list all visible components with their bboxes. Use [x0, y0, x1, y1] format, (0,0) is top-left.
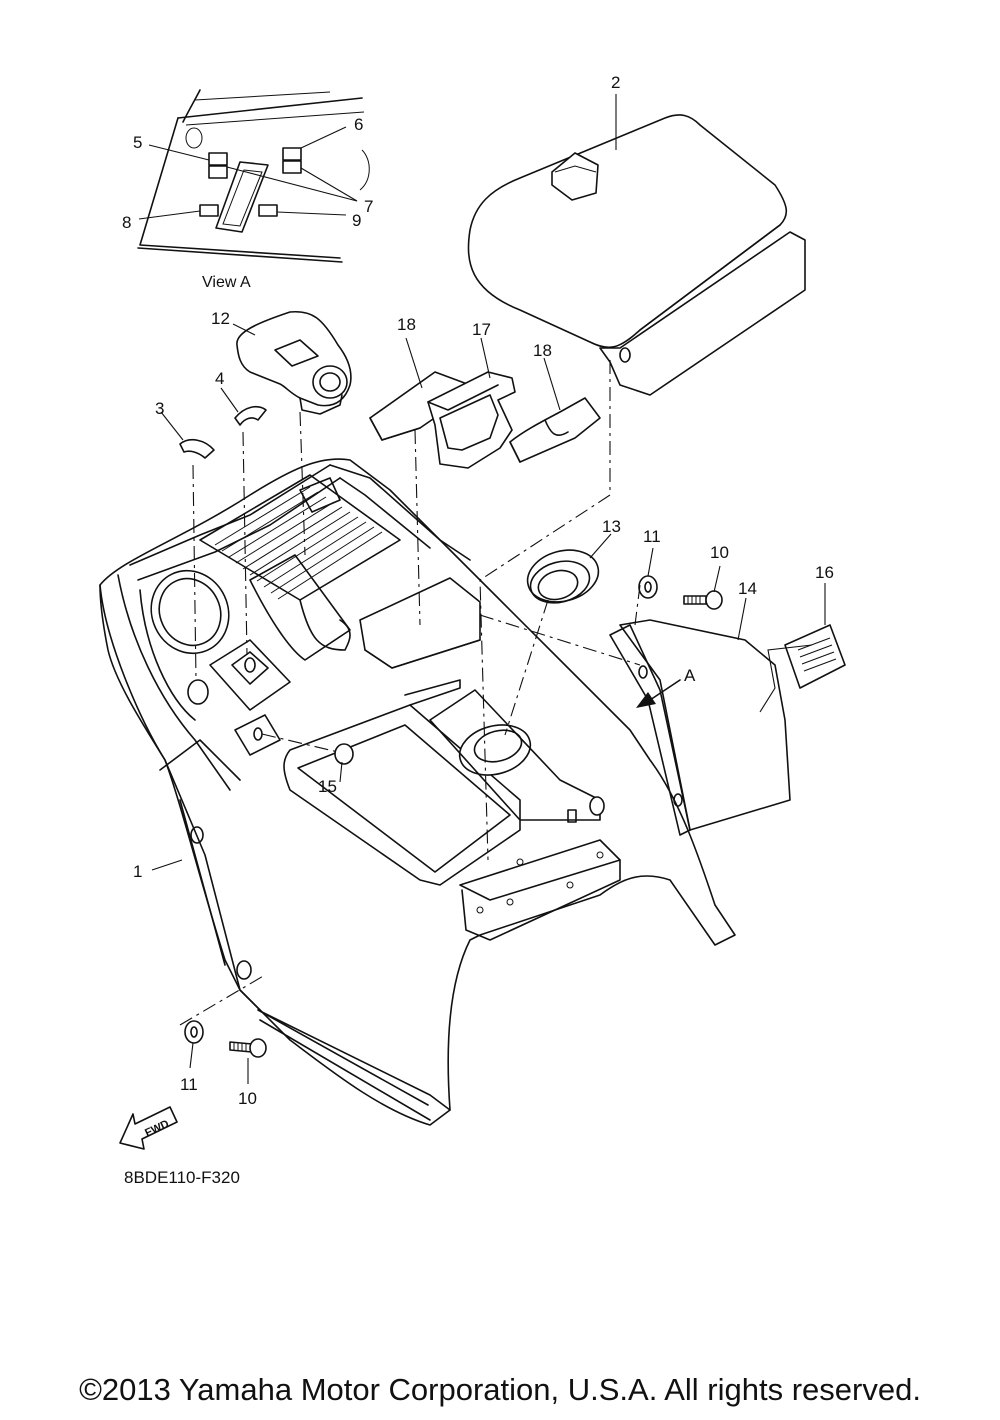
callout-1: 1 [133, 862, 142, 881]
callout-15: 15 [318, 777, 337, 796]
part-14-side-panel [609, 619, 791, 836]
view-a-inset [137, 89, 370, 263]
leader-lines [151, 94, 826, 1084]
callout-4: 4 [215, 369, 224, 388]
label-5 [208, 152, 228, 166]
part-12-shifter-cover [236, 310, 352, 415]
callout-13: 13 [602, 517, 621, 536]
callout-11-right: 11 [643, 527, 661, 546]
callout-14: 14 [738, 579, 757, 598]
callout-6: 6 [354, 115, 363, 134]
part-3-decal [179, 438, 215, 459]
part-13-grommet [526, 549, 600, 604]
callout-9: 9 [352, 211, 361, 230]
callout-8: 8 [122, 213, 131, 232]
part-10-bolt-right [683, 590, 723, 610]
view-a-marker: A [684, 666, 696, 685]
callout-11-left: 11 [180, 1075, 198, 1094]
part-10-bolt-left [229, 1038, 267, 1058]
part-15-plug [334, 743, 354, 765]
part-17-bracket [427, 371, 516, 469]
fwd-arrow-icon: FWD [119, 1106, 178, 1150]
callout-2: 2 [611, 73, 620, 92]
part-2-lid [467, 114, 806, 396]
label-8 [199, 204, 219, 217]
part-16-label [784, 624, 846, 689]
callout-10-right: 10 [710, 543, 729, 562]
callout-18-right: 18 [533, 341, 552, 360]
callout-18-left: 18 [397, 315, 416, 334]
drawing-code: 8BDE110-F320 [124, 1168, 240, 1187]
callout-10-left: 10 [238, 1089, 257, 1108]
part-4-decal [234, 405, 267, 426]
callout-5: 5 [133, 133, 142, 152]
callout-7: 7 [364, 197, 373, 216]
callout-16: 16 [815, 563, 834, 582]
callout-3: 3 [155, 399, 164, 418]
part-11-grommet-left [184, 1020, 204, 1044]
callout-12: 12 [211, 309, 230, 328]
callout-numbers: 2 5 6 7 8 9 12 18 17 18 4 3 13 11 10 16 … [122, 73, 834, 1108]
label-9 [258, 204, 278, 217]
copyright-notice: ©2013 Yamaha Motor Corporation, U.S.A. A… [79, 1372, 921, 1407]
label-6 [282, 147, 302, 161]
view-a-arrow [636, 679, 681, 708]
part-11-grommet-right [638, 575, 658, 599]
callout-17: 17 [472, 320, 491, 339]
view-a-caption: View A [202, 274, 251, 291]
part-18-pad-right [509, 397, 601, 463]
part-1-console [99, 458, 736, 1126]
assembly-lines [179, 360, 641, 1026]
